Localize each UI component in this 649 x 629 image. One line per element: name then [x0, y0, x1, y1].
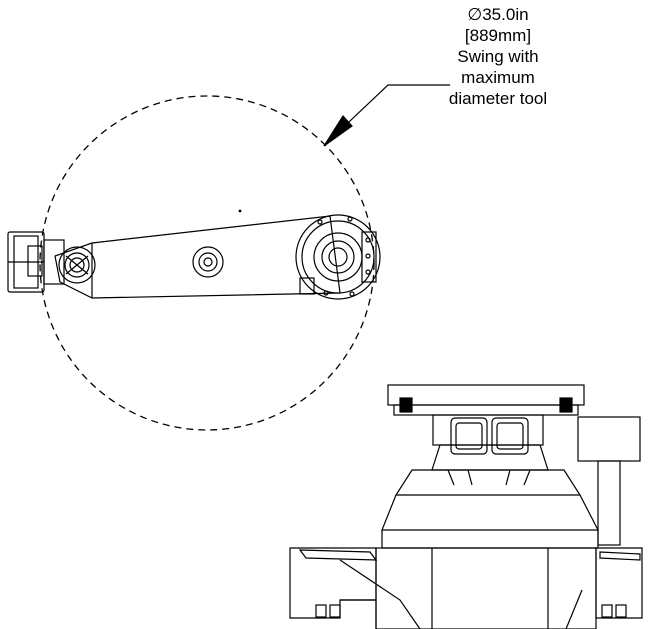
leader-arrow: [323, 115, 353, 147]
swing-circle: [39, 95, 375, 431]
arm-link: [54, 215, 341, 299]
callout-line-3: diameter tool: [448, 89, 548, 108]
end-effector: [7, 231, 96, 293]
diameter-inches: ∅35.0in: [467, 5, 529, 24]
center-mark: [238, 209, 242, 213]
leader-line: [331, 84, 450, 139]
arm-joint: [192, 246, 224, 278]
diameter-callout: ∅35.0in [889mm] Swing with maximum diame…: [418, 4, 578, 109]
shoulder-hub: [295, 214, 381, 300]
callout-line-1: Swing with: [457, 47, 539, 66]
robot-base: [289, 384, 643, 629]
diameter-millimeters: [889mm]: [464, 26, 532, 45]
callout-line-2: maximum: [461, 68, 535, 87]
